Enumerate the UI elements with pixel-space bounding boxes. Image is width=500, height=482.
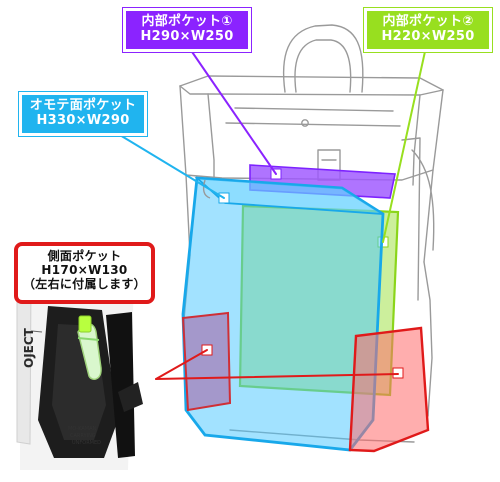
side-pocket-size: H170×W130 bbox=[41, 263, 128, 278]
front-pocket-title: オモテ面ポケット bbox=[29, 98, 137, 113]
inner-pocket-2-label: 内部ポケット② H220×W250 bbox=[363, 7, 493, 53]
inner-pocket-2-size: H220×W250 bbox=[381, 28, 475, 44]
bag-small-print-line-2: CARRYING bbox=[70, 433, 96, 439]
inner-pocket-1-label: 内部ポケット① H290×W250 bbox=[122, 7, 252, 53]
callout-lines bbox=[109, 45, 427, 380]
side-pocket-label: 側面ポケット H170×W130 （左右に付属します） bbox=[14, 242, 155, 304]
inner-pocket-1-title: 内部ポケット① bbox=[141, 14, 233, 29]
bag-vertical-print: OJECT bbox=[22, 327, 36, 368]
front-pocket-size: H330×W290 bbox=[36, 112, 130, 128]
inner-pocket-2-title: 内部ポケット② bbox=[382, 14, 474, 29]
side-pocket-highlights bbox=[181, 311, 430, 453]
inner-pocket-1-callout-line bbox=[187, 45, 277, 175]
side-pocket-note: （左右に付属します） bbox=[22, 277, 146, 292]
front-pocket-callout-line bbox=[109, 128, 225, 199]
front-pocket-label: オモテ面ポケット H330×W290 bbox=[18, 91, 148, 137]
side-pocket-title: 側面ポケット bbox=[47, 249, 122, 263]
side-pocket-callout-line-left bbox=[155, 349, 208, 380]
inner-pocket-1-size: H290×W250 bbox=[140, 28, 234, 44]
bag-small-print-line-3: UNFORMED bbox=[72, 440, 101, 446]
bag-small-print-line-1: MO-KAMAN bbox=[68, 426, 97, 432]
bag-photo: OJECT MO-KAMAN CARRYING UNFORMED bbox=[16, 268, 143, 470]
side-pocket-callout-line-right bbox=[155, 373, 399, 380]
inner-pocket-2-callout-line bbox=[382, 46, 427, 243]
